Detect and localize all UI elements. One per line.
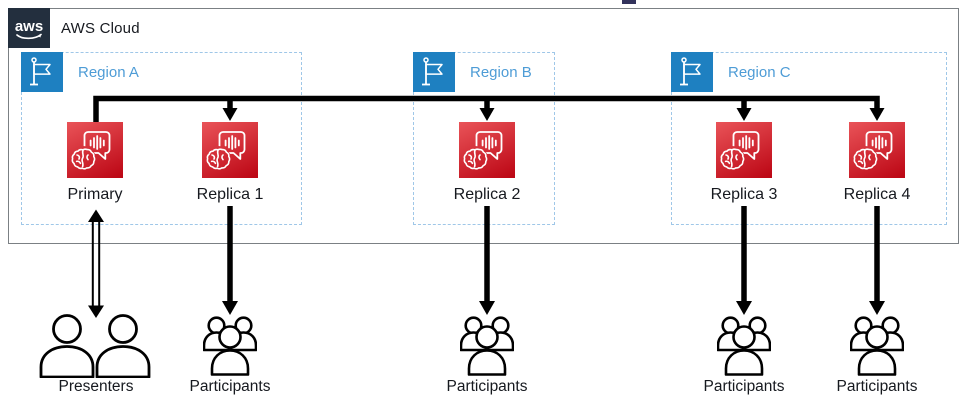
amazon-lex-icon <box>849 122 905 178</box>
aws-cloud-label: AWS Cloud <box>61 20 140 37</box>
region-flag-icon <box>21 52 63 92</box>
region-a-group: Region A <box>21 52 302 225</box>
region-a-label: Region A <box>78 64 139 81</box>
node-label-primary: Primary <box>67 186 123 203</box>
region-flag-icon <box>671 52 713 92</box>
region-flag-icon <box>413 52 455 92</box>
actor-label-participants: Participants <box>836 378 918 395</box>
node-label-replica-1: Replica 1 <box>196 186 264 203</box>
cropped-title-fragment <box>622 0 636 4</box>
amazon-lex-icon <box>202 122 258 178</box>
amazon-lex-icon <box>67 122 123 178</box>
region-c-group: Region C <box>671 52 947 225</box>
aws-logo-icon: aws <box>8 8 50 48</box>
amazon-lex-icon <box>716 122 772 178</box>
node-label-replica-4: Replica 4 <box>843 186 911 203</box>
user-group-icon <box>850 316 904 376</box>
user-group-icon <box>460 316 514 376</box>
actor-label-presenters: Presenters <box>58 378 134 395</box>
amazon-lex-icon <box>459 122 515 178</box>
svg-text:aws: aws <box>15 18 43 35</box>
node-label-replica-3: Replica 3 <box>710 186 778 203</box>
two-users-icon <box>39 314 151 378</box>
user-group-icon <box>717 316 771 376</box>
aws-cloud-group <box>8 8 959 244</box>
node-label-replica-2: Replica 2 <box>453 186 521 203</box>
region-b-group: Region B <box>413 52 555 225</box>
user-group-icon <box>203 316 257 376</box>
actor-label-participants: Participants <box>189 378 271 395</box>
actor-label-participants: Participants <box>703 378 785 395</box>
region-c-label: Region C <box>728 64 791 81</box>
region-b-label: Region B <box>470 64 532 81</box>
actor-label-participants: Participants <box>446 378 528 395</box>
